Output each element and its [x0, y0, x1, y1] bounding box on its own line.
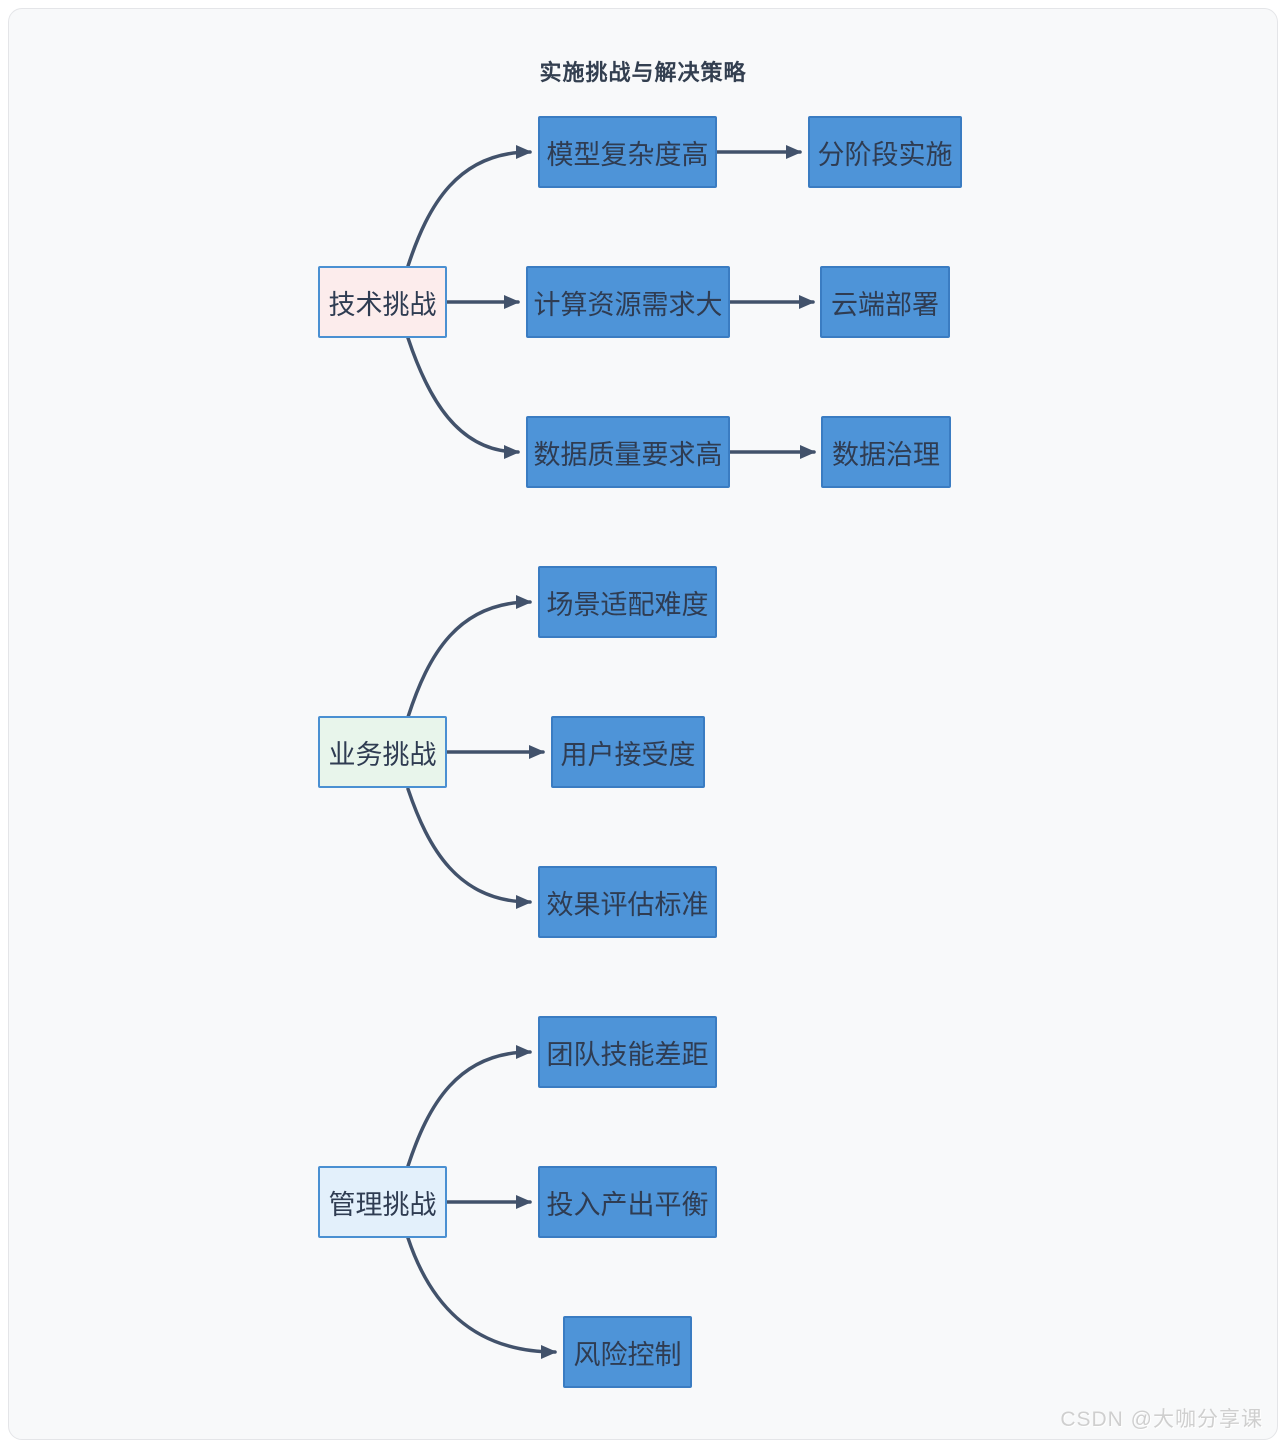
node-label: 数据治理 [832, 439, 940, 470]
diagram-title: 实施挑战与解决策略 [539, 60, 747, 85]
node-label: 管理挑战 [328, 1189, 437, 1220]
node-team-skill-gap: 团队技能差距 [538, 1016, 717, 1088]
node-label: 效果评估标准 [546, 889, 709, 920]
node-effect-evaluation-standard: 效果评估标准 [538, 866, 717, 938]
node-label: 数据质量要求高 [533, 439, 723, 470]
node-model-complexity-high: 模型复杂度高 [538, 116, 717, 188]
watermark: CSDN @大咖分享课 [1060, 1408, 1263, 1431]
node-scenario-adaptation-difficulty: 场景适配难度 [538, 566, 717, 638]
node-label: 技术挑战 [328, 289, 437, 320]
node-label: 团队技能差距 [546, 1039, 709, 1070]
node-label: 模型复杂度高 [546, 139, 709, 170]
node-label: 计算资源需求大 [533, 289, 723, 320]
node-label: 业务挑战 [328, 739, 437, 770]
node-data-governance: 数据治理 [821, 416, 951, 488]
node-label: 投入产出平衡 [546, 1189, 709, 1220]
node-cloud-deployment: 云端部署 [820, 266, 950, 338]
node-risk-control: 风险控制 [563, 1316, 692, 1388]
node-label: 场景适配难度 [546, 589, 709, 620]
node-label: 分阶段实施 [817, 139, 953, 170]
node-business-challenge: 业务挑战 [318, 716, 447, 788]
node-tech-challenge: 技术挑战 [318, 266, 447, 338]
node-phased-implementation: 分阶段实施 [808, 116, 962, 188]
node-data-quality-requirement: 数据质量要求高 [526, 416, 730, 488]
node-management-challenge: 管理挑战 [318, 1166, 447, 1238]
node-label: 用户接受度 [560, 739, 696, 770]
node-roi-balance: 投入产出平衡 [538, 1166, 717, 1238]
node-label: 云端部署 [831, 289, 939, 320]
node-user-acceptance: 用户接受度 [551, 716, 705, 788]
node-label: 风险控制 [573, 1339, 682, 1370]
node-compute-resource-demand: 计算资源需求大 [526, 266, 730, 338]
